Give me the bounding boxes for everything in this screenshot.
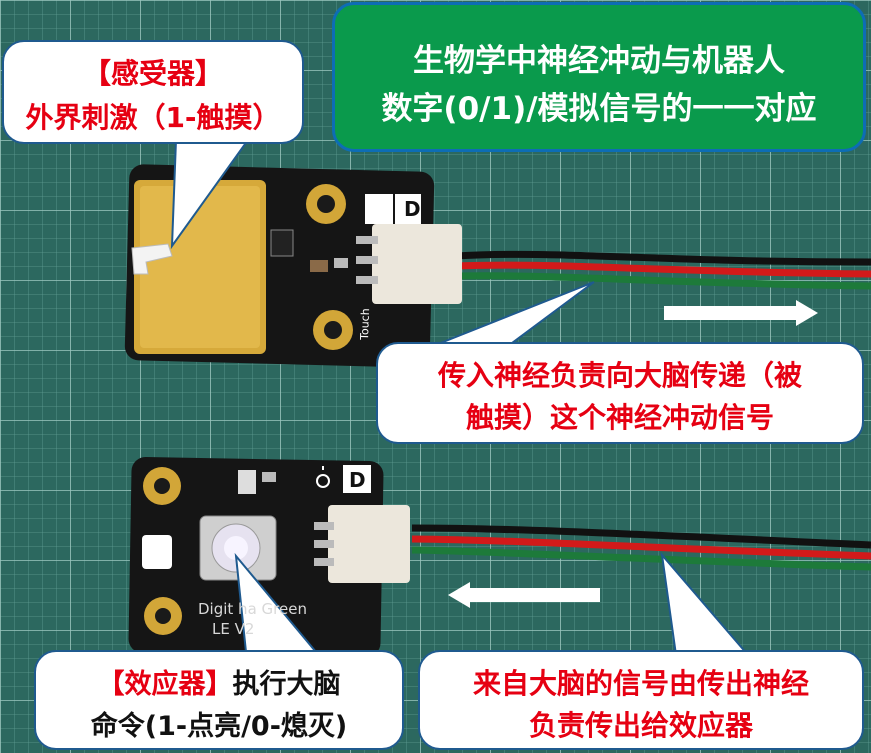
afferent-line1: 传入神经负责向大脑传递（被 (437, 359, 802, 392)
effector-heading-row: 【效应器】执行大脑 (36, 662, 402, 701)
effector-body: 命令(1-点亮/0-熄灭) (90, 711, 348, 742)
title-line1: 生物学中神经冲动与机器人 (413, 43, 785, 79)
right-arrow-icon (664, 300, 818, 326)
led-board (128, 457, 410, 657)
efferent-line2: 负责传出给效应器 (528, 709, 753, 742)
title-line2: 数字(0/1)/模拟信号的一一对应 (381, 91, 817, 127)
touch-board-badge: D (404, 197, 421, 221)
effector-callout: 【效应器】执行大脑 命令(1-点亮/0-熄灭) (34, 650, 404, 750)
led-board-label-line1: Digit ha Green (198, 600, 307, 618)
efferent-line1: 来自大脑的信号由传出神经 (472, 667, 809, 700)
led-board-label-line2: LE V2 (212, 620, 254, 638)
receptor-heading: 【感受器】 (82, 57, 223, 90)
led-board-badge: D (349, 468, 366, 492)
lamp-icon (316, 466, 330, 488)
receptor-callout: 【感受器】 外界刺激（1-触摸） (2, 40, 304, 144)
afferent-line2: 触摸）这个神经冲动信号 (465, 401, 774, 434)
left-arrow-icon (448, 582, 600, 608)
pointing-hand-icon (131, 243, 173, 275)
effector-heading: 【效应器】 (97, 669, 233, 700)
afferent-callout: 传入神经负责向大脑传递（被 触摸）这个神经冲动信号 (376, 342, 864, 444)
led-wire-bundle (411, 524, 871, 571)
receptor-body: 外界刺激（1-触摸） (25, 101, 281, 134)
touch-sensor-board (124, 164, 462, 368)
title-banner: 生物学中神经冲动与机器人 数字(0/1)/模拟信号的一一对应 (332, 2, 866, 152)
touch-wire-bundle (454, 250, 871, 290)
effector-heading-rest: 执行大脑 (232, 669, 341, 700)
efferent-callout: 来自大脑的信号由传出神经 负责传出给效应器 (418, 650, 864, 750)
touch-board-label: Touch (358, 308, 372, 341)
